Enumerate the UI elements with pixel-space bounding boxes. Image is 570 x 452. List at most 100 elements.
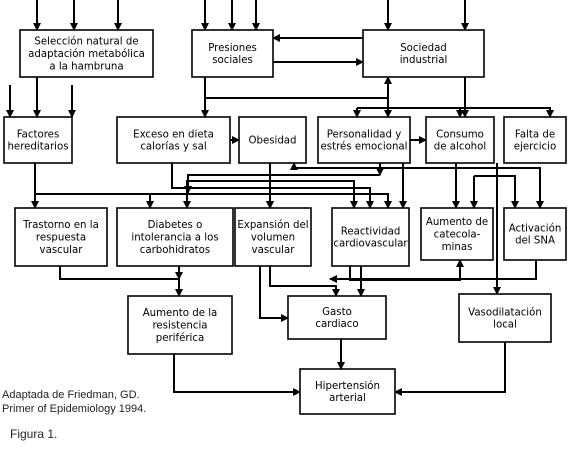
connector-arrow-35 <box>294 167 544 209</box>
node-label-line: vascular <box>252 245 296 256</box>
source-note-line-2: Primer of Epidemiology 1994. <box>2 402 147 415</box>
node-box <box>191 29 274 78</box>
node-label-line: vascular <box>40 245 84 256</box>
node-label-line: adaptación metabólica <box>28 48 145 60</box>
node-activacion: Activación del SNA <box>503 207 567 261</box>
node-label-line: hereditarios <box>7 142 68 153</box>
node-consumo: Consumo de alcohol <box>425 116 495 164</box>
node-box <box>458 293 552 343</box>
node-box <box>420 207 494 261</box>
node-label-line: Gasto <box>322 307 352 318</box>
node-label-line: respuesta <box>36 232 86 243</box>
node-label-line: a la hambruna <box>49 61 123 72</box>
node-box <box>19 29 154 78</box>
node-label-line: catecola- <box>434 229 481 240</box>
node-factores: Factores hereditarios <box>3 116 73 164</box>
connector-arrow-49 <box>394 342 506 396</box>
node-label-line: volumen <box>251 232 295 243</box>
node-vasodilatacion: Vasodilatación local <box>458 293 552 343</box>
node-box <box>425 116 495 164</box>
node-box <box>116 207 234 267</box>
node-label-line: calorías y sal <box>140 141 206 153</box>
node-label-line: Personalidad y <box>327 129 402 140</box>
node-label-line: Diabetes o <box>148 220 203 231</box>
connector-arrow-23 <box>34 163 392 209</box>
node-reactividad: Reactividad cardiovascular <box>331 207 410 267</box>
node-label-line: Activación <box>509 222 562 234</box>
connector-arrow-42 <box>259 266 289 322</box>
node-box <box>287 295 387 340</box>
node-label-line: arterial <box>329 393 366 404</box>
node-box <box>14 207 108 267</box>
node-label-line: Expansión del <box>237 219 308 231</box>
node-label-line: Sociedad <box>400 43 447 54</box>
node-falta: Falta de ejercicio <box>503 116 567 164</box>
node-label-line: Trastorno en la <box>22 220 99 231</box>
connector-arrow-40 <box>59 266 183 297</box>
node-label-line: local <box>493 320 517 331</box>
node-label-line: resistencia <box>152 320 207 331</box>
connector-arrow-20 <box>357 107 554 118</box>
connector-arrow-43 <box>269 266 340 297</box>
node-label-line: sociales <box>212 55 253 66</box>
node-label-line: Hipertensión <box>315 380 380 392</box>
node-label-line: de alcohol <box>434 142 486 153</box>
node-box <box>238 116 307 164</box>
connector-arrow-32 <box>184 174 380 194</box>
node-label-line: cardiovascular <box>333 239 408 250</box>
node-box <box>331 207 410 267</box>
node-label-line: minas <box>442 242 473 253</box>
node-label-line: intolerancia a los <box>131 232 218 243</box>
connector-layer <box>6 0 554 396</box>
node-label-line: cardiaco <box>315 319 358 330</box>
node-label-line: Selección natural de <box>34 36 138 48</box>
node-box <box>3 116 73 164</box>
node-obesidad: Obesidad <box>238 116 307 164</box>
node-label-line: estrés emocional <box>321 141 408 153</box>
node-box <box>503 116 567 164</box>
connector-arrow-15 <box>205 76 392 99</box>
node-label-line: Vasodilatación <box>468 306 542 318</box>
connector-arrow-38 <box>474 175 519 209</box>
node-label-line: Presiones <box>208 43 257 54</box>
node-label-line: Consumo <box>436 129 484 140</box>
source-note-line-1: Adaptada de Friedman, GD. <box>2 389 140 401</box>
node-box <box>299 368 396 415</box>
source-note: Adaptada de Friedman, GD. Primer of Epid… <box>2 389 202 416</box>
node-box <box>362 29 485 78</box>
connector-arrow-30 <box>270 180 358 209</box>
node-label-line: periférica <box>156 332 204 344</box>
node-box <box>234 207 312 267</box>
figure-label: Figura 1. <box>10 427 58 441</box>
node-box <box>127 295 233 355</box>
node-label-line: Factores <box>17 129 60 140</box>
node-label-line: del SNA <box>515 236 555 247</box>
node-label-line: Reactividad <box>341 226 401 237</box>
node-label-line: Aumento de <box>426 217 488 228</box>
connector-arrow-46 <box>329 260 537 283</box>
node-label-line: Obesidad <box>248 135 296 146</box>
node-box <box>317 116 411 164</box>
connector-arrow-47 <box>173 354 301 396</box>
node-box <box>116 116 231 164</box>
node-label-line: carbohidratos <box>140 245 210 256</box>
node-label-line: Falta de <box>515 129 555 140</box>
node-label-line: ejercicio <box>514 142 556 153</box>
node-label-line: Exceso en dieta <box>133 129 214 140</box>
node-label-line: Aumento de la <box>143 308 218 319</box>
node-box <box>503 207 567 261</box>
